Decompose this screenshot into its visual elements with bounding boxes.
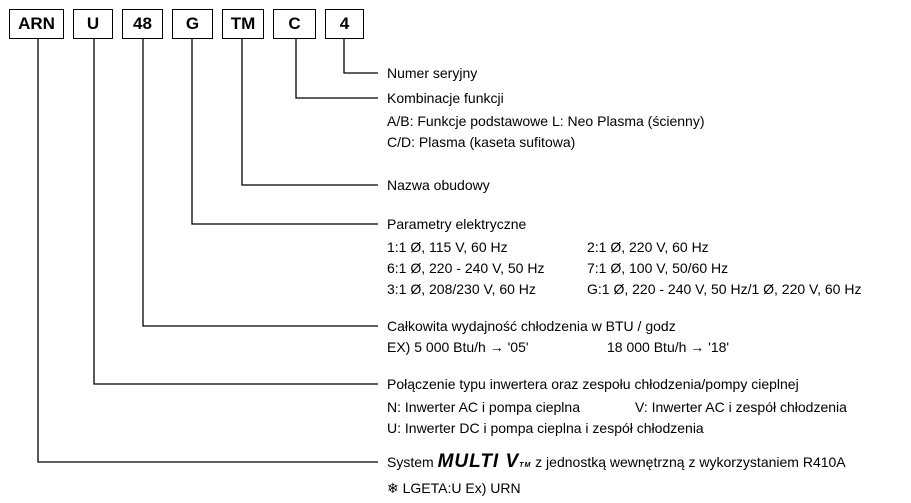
electrical-option: 2:1 Ø, 220 V, 60 Hz [587,239,709,255]
functions-line-2: C/D: Plasma (kaseta sufitowa) [387,134,576,150]
inverter-line-1a: N: Inwerter AC i pompa cieplna [387,399,580,415]
functions-label: Kombinacje funkcji [387,90,504,106]
code-box-4: 4 [325,9,364,39]
electrical-option: 6:1 Ø, 220 - 240 V, 50 Hz [387,260,545,276]
connector-electrical [191,38,378,225]
capacity-example-b: 18 000 Btu/h → '18' [607,339,730,355]
connector-functions [295,38,378,99]
inverter-line-1b: V: Inwerter AC i zespół chłodzenia [635,399,847,415]
capacity-label: Całkowita wydajność chłodzenia w BTU / g… [387,318,676,334]
electrical-option: 1:1 Ø, 115 V, 60 Hz [387,239,508,255]
connector-capacity [142,38,378,327]
code-box-tm: TM [222,9,264,39]
trademark-mark: TM [519,462,532,469]
system-suffix: z jednostką wewnętrzną z wykorzystaniem … [535,454,846,470]
connector-system [37,38,378,463]
system-line: System MULTI VTM z jednostką wewnętrzną … [387,452,846,476]
connector-inverter [93,38,378,385]
inverter-label: Połączenie typu inwertera oraz zespołu c… [387,376,799,392]
system-prefix: System [387,454,434,470]
inverter-line-2: U: Inwerter DC i pompa cieplna i zespół … [387,420,704,436]
code-box-c: C [273,9,316,39]
chassis-label: Nazwa obudowy [387,177,490,193]
code-box-u: U [73,9,113,39]
code-box-48: 48 [122,9,163,39]
multi-v-logo: MULTI VTM [437,451,532,472]
capacity-example-a: EX) 5 000 Btu/h → '05' [387,339,529,355]
system-note: ❄ LGETA:U Ex) URN [387,480,521,496]
code-box-arn: ARN [9,9,64,39]
electrical-option: G:1 Ø, 220 - 240 V, 50 Hz/1 Ø, 220 V, 60… [587,281,862,297]
electrical-option: 7:1 Ø, 100 V, 50/60 Hz [587,260,729,276]
connector-serial [343,38,378,74]
connector-chassis [241,38,378,186]
serial-label: Numer seryjny [387,65,478,81]
electrical-option: 3:1 Ø, 208/230 V, 60 Hz [387,281,536,297]
electrical-label: Parametry elektryczne [387,216,527,232]
functions-line-1: A/B: Funkcje podstawowe L: Neo Plasma (ś… [387,113,705,129]
code-box-g: G [172,9,213,39]
